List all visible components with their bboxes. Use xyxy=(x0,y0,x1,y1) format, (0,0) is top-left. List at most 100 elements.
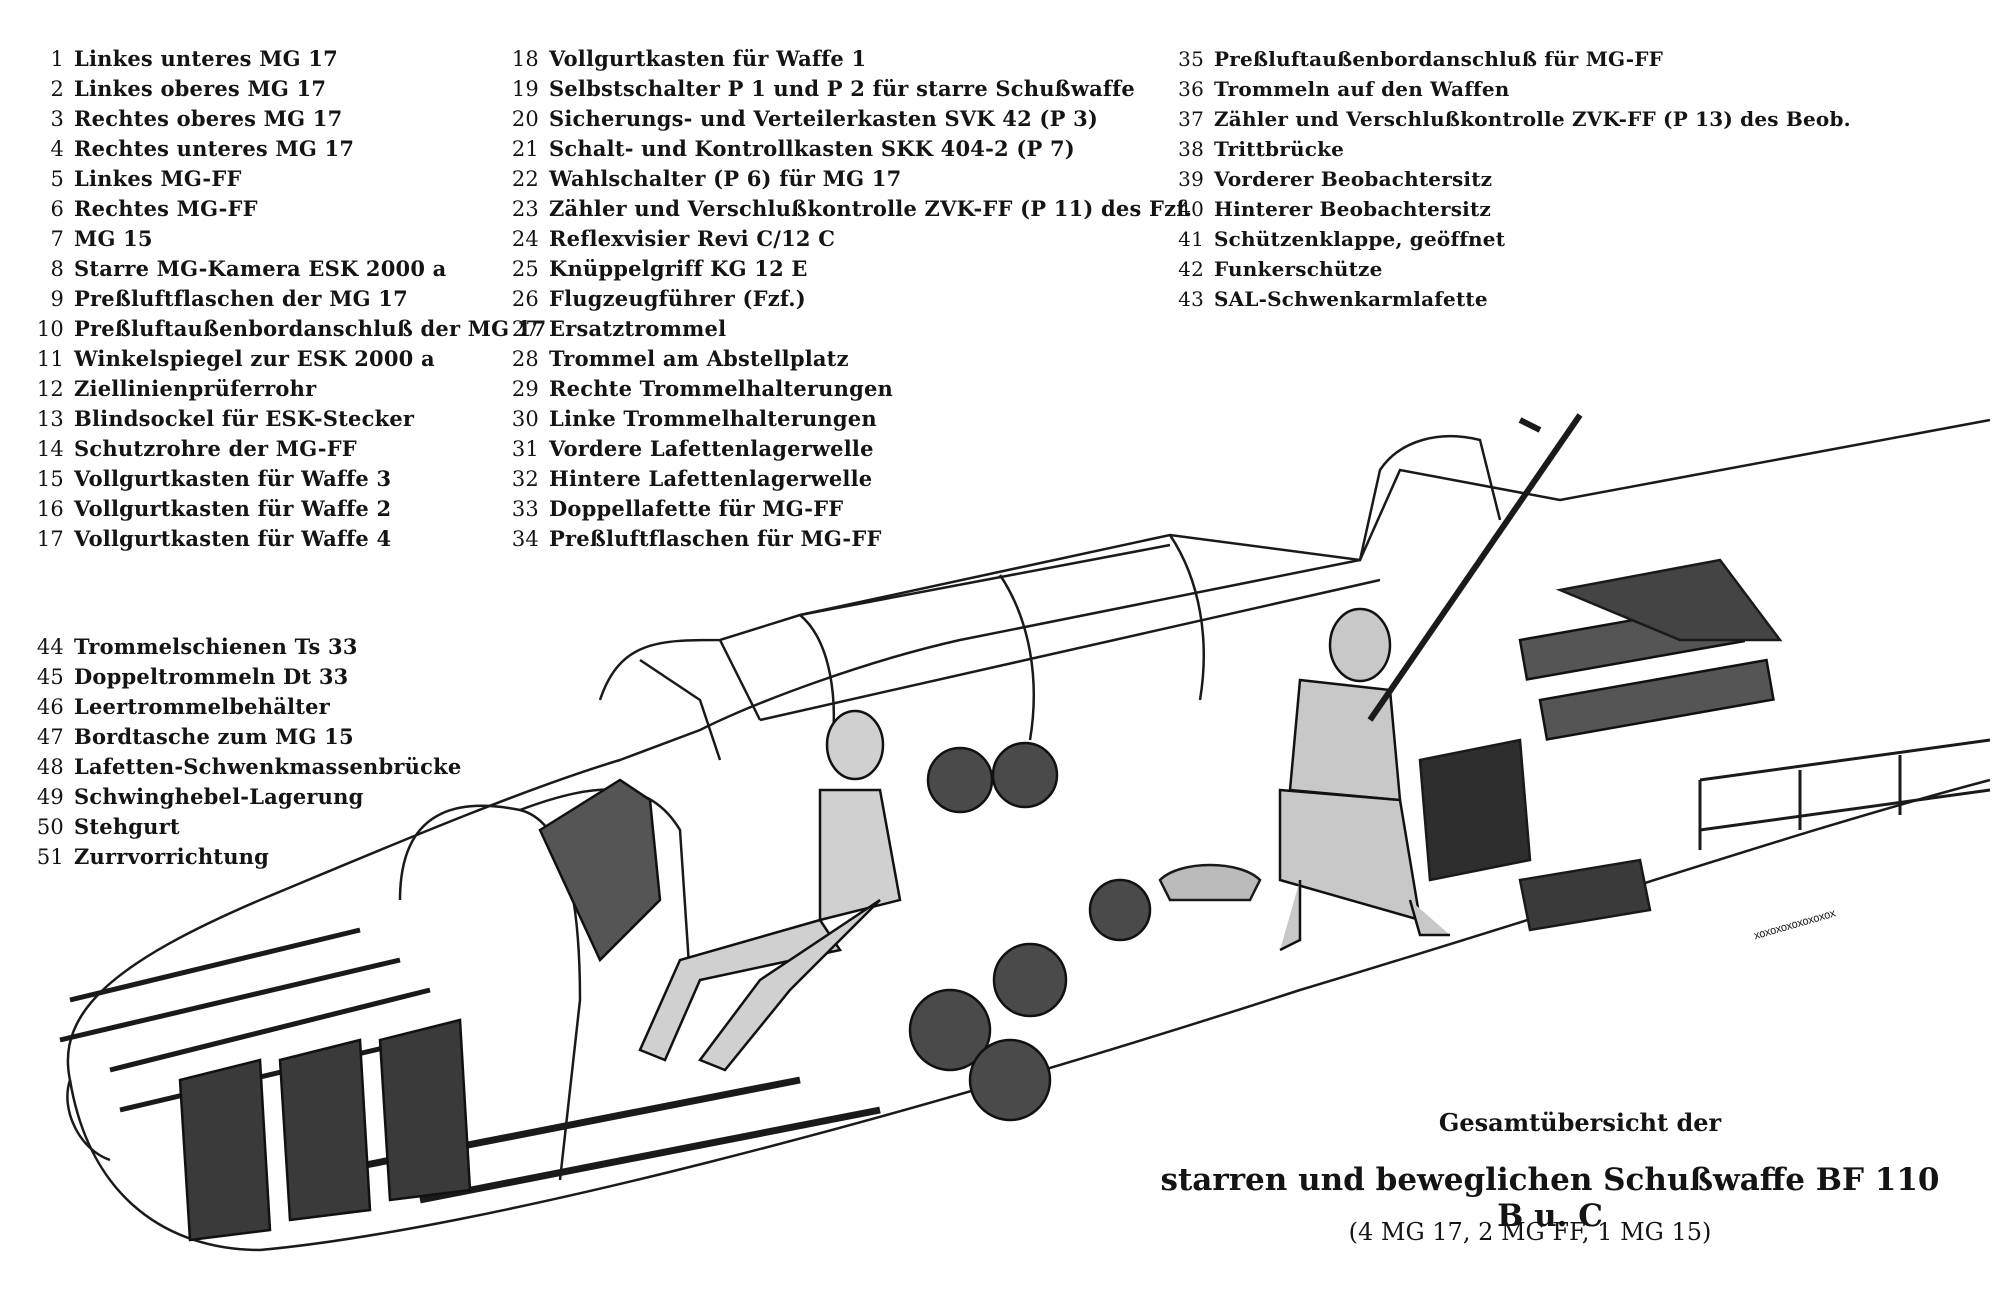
legend-item: 9 Preßluftflaschen der MG 17 xyxy=(30,284,546,314)
legend-number: 21 xyxy=(511,137,539,161)
legend-number: 27 xyxy=(511,317,539,341)
legend-label: Schwinghebel-Lagerung xyxy=(74,784,364,809)
legend-number: 12 xyxy=(36,377,64,401)
legend-number: 13 xyxy=(36,407,64,431)
gunner-figure xyxy=(1278,607,1450,952)
legend-label: Vollgurtkasten für Waffe 2 xyxy=(74,496,392,521)
legend-item: 48 Lafetten-Schwenkmassenbrücke xyxy=(30,752,461,782)
legend-number: 34 xyxy=(511,527,539,551)
legend-number: 35 xyxy=(1178,47,1204,71)
legend-label: Rechtes unteres MG 17 xyxy=(74,136,355,161)
legend-number: 10 xyxy=(36,317,64,341)
legend-label: Ziellinienprüferrohr xyxy=(74,376,317,401)
fuselage-outline xyxy=(66,418,1991,1081)
legend-number: 40 xyxy=(1178,197,1204,221)
legend-label: Trommel am Abstellplatz xyxy=(549,346,849,371)
legend-label: Linke Trommelhalterungen xyxy=(549,406,877,431)
radio-box xyxy=(1418,738,1532,882)
legend-label: Funkerschütze xyxy=(1214,257,1383,281)
legend-number: 46 xyxy=(36,695,64,719)
legend-number: 47 xyxy=(36,725,64,749)
legend-number: 2 xyxy=(50,77,64,101)
pilot-figure xyxy=(638,709,902,1072)
tail-cone xyxy=(1555,558,1783,642)
legend-label: Lafetten-Schwenkmassenbrücke xyxy=(74,754,462,779)
observer-seat xyxy=(1158,863,1262,902)
legend-number: 9 xyxy=(50,287,64,311)
legend-label: Preßluftflaschen der MG 17 xyxy=(74,286,408,311)
legend-number: 48 xyxy=(36,755,64,779)
legend-number: 16 xyxy=(36,497,64,521)
spare-drum-box xyxy=(1518,858,1652,932)
legend-item: 18 Vollgurtkasten für Waffe 1 xyxy=(505,44,1192,74)
legend-number: 11 xyxy=(36,347,64,371)
legend-number: 3 xyxy=(50,107,64,131)
legend-number: 51 xyxy=(36,845,64,869)
legend-label: Preßluftflaschen für MG-FF xyxy=(549,526,882,551)
legend-number: 17 xyxy=(36,527,64,551)
legend-number: 20 xyxy=(511,107,539,131)
legend-label: Vordere Lafettenlagerwelle xyxy=(549,436,874,461)
fuselage-belly xyxy=(68,778,1991,1252)
legend-number: 26 xyxy=(511,287,539,311)
legend-number: 44 xyxy=(36,635,64,659)
legend-number: 36 xyxy=(1178,77,1204,101)
legend-number: 32 xyxy=(511,467,539,491)
legend-label: Leertrommelbehälter xyxy=(74,694,330,719)
legend-number: 30 xyxy=(511,407,539,431)
legend-label: Linkes MG-FF xyxy=(74,166,242,191)
legend-number: 7 xyxy=(50,227,64,251)
legend-label: Vorderer Beobachtersitz xyxy=(1214,167,1493,191)
legend-item: 46 Leertrommelbehälter xyxy=(30,692,461,722)
canopy-frame xyxy=(598,435,1502,701)
legend-number: 41 xyxy=(1178,227,1204,251)
legend-number: 24 xyxy=(511,227,539,251)
legend-number: 8 xyxy=(50,257,64,281)
legend-label: Blindsockel für ESK-Stecker xyxy=(74,406,415,431)
legend-item: 31 Vordere Lafettenlagerwelle xyxy=(505,434,1192,464)
legend-label: Rechte Trommelhalterungen xyxy=(549,376,894,401)
legend-number: 22 xyxy=(511,167,539,191)
legend-item: 7 MG 15 xyxy=(30,224,546,254)
legend-label: MG 15 xyxy=(74,226,153,251)
legend-label: Selbstschalter P 1 und P 2 für starre Sc… xyxy=(549,76,1135,101)
legend-item: 8 Starre MG-Kamera ESK 2000 a xyxy=(30,254,546,284)
legend-number: 31 xyxy=(511,437,539,461)
legend-label: Rechtes MG-FF xyxy=(74,196,258,221)
legend-item: 16 Vollgurtkasten für Waffe 2 xyxy=(30,494,546,524)
legend-item: 30 Linke Trommelhalterungen xyxy=(505,404,1192,434)
instrument-panel xyxy=(538,778,662,963)
legend-label: Bordtasche zum MG 15 xyxy=(74,724,354,749)
legend-label: Sicherungs- und Verteilerkasten SVK 42 (… xyxy=(549,106,1099,131)
legend-label: Vollgurtkasten für Waffe 1 xyxy=(549,46,867,71)
legend-number: 18 xyxy=(511,47,539,71)
legend-number: 28 xyxy=(511,347,539,371)
legend-label: Linkes unteres MG 17 xyxy=(74,46,338,71)
legend-label: Starre MG-Kamera ESK 2000 a xyxy=(74,256,447,281)
legend-number: 23 xyxy=(511,197,539,221)
ammo-boxes xyxy=(178,1018,472,1242)
